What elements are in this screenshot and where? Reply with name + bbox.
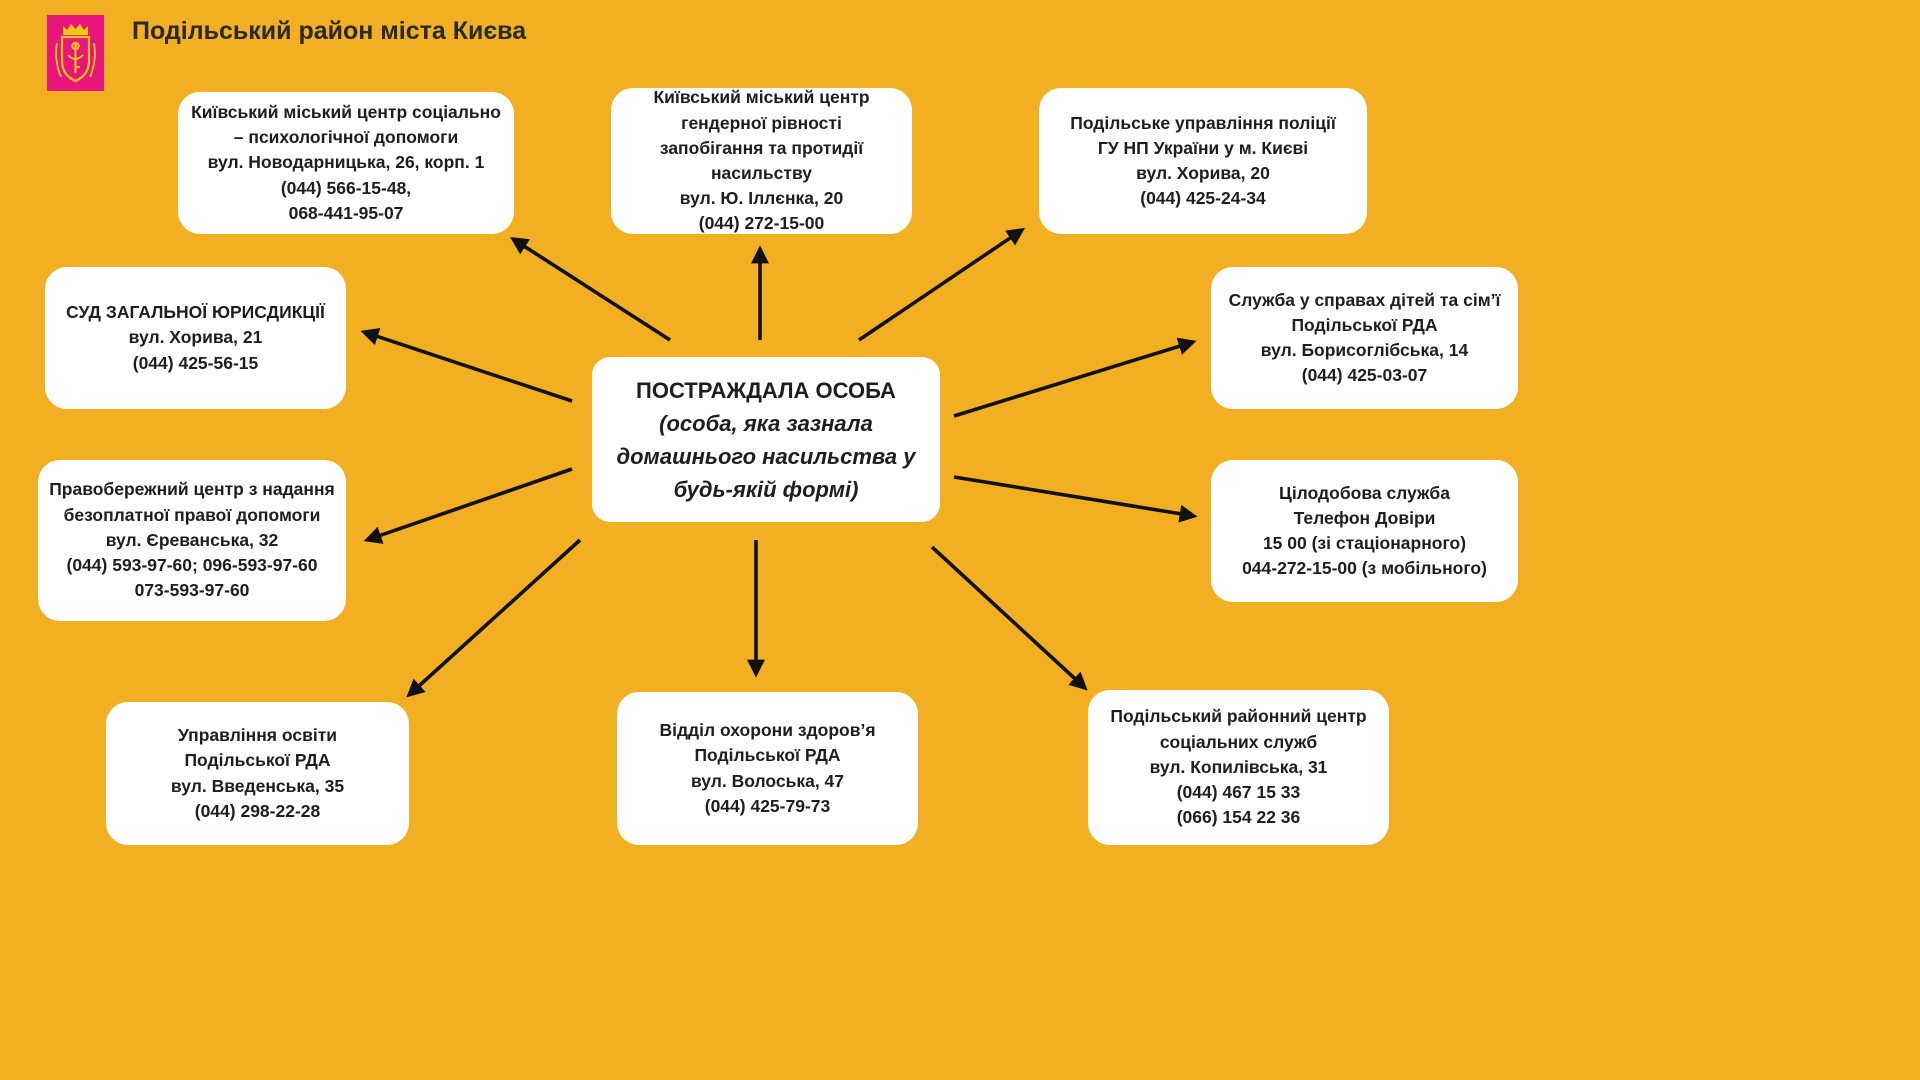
service-line: вул. Єреванська, 32 xyxy=(105,529,279,550)
service-line: вул. Введенська, 35 xyxy=(170,775,345,796)
service-police: Подільське управління поліції ГУ НП Укра… xyxy=(1039,88,1367,234)
service-line: гендерної рівності xyxy=(681,112,842,133)
service-line: Київський міський центр соціально xyxy=(191,101,501,122)
arrow-to-hotline xyxy=(953,475,1198,523)
service-line: Подільської РДА xyxy=(184,750,331,771)
service-line: 044-272-15-00 (з мобільного) xyxy=(1242,558,1487,579)
victim-center-node: ПОСТРАЖДАЛА ОСОБА (особа, яка зазнала до… xyxy=(592,357,940,522)
service-line: (044) 425-03-07 xyxy=(1301,365,1428,386)
arrow-to-court xyxy=(360,327,573,403)
service-line: соціальних служб xyxy=(1159,731,1318,752)
service-line: Управління освіти xyxy=(177,725,338,746)
service-line: Подільський районний центр xyxy=(1110,706,1367,727)
service-line: вул. Борисоглібська, 14 xyxy=(1260,340,1469,360)
arrow-to-police xyxy=(857,227,1025,342)
arrow-to-education xyxy=(406,538,582,698)
service-line: – психологічної допомоги xyxy=(233,127,459,148)
arrow-to-children-service xyxy=(953,337,1197,418)
service-children: Служба у справах дітей та сім’ї Подільсь… xyxy=(1211,267,1518,409)
service-line: Відділ охорони здоров’я xyxy=(659,720,876,741)
service-line: (066) 154 22 36 xyxy=(1176,807,1301,828)
service-line: Подільське управління поліції xyxy=(1070,112,1336,133)
page-title: Подільський район міста Києва xyxy=(132,17,527,45)
service-legal-aid: Правобережний центр з надання безоплатно… xyxy=(38,460,346,621)
service-line: вул. Ю. Іллєнка, 20 xyxy=(679,188,844,209)
service-line: Телефон Довіри xyxy=(1293,507,1436,528)
service-line: запобігання та протидії xyxy=(659,137,864,158)
service-line: (044) 298-22-28 xyxy=(194,800,321,821)
coat-of-arms-logo xyxy=(47,15,104,91)
service-line: (044) 566-15-48, xyxy=(280,177,412,198)
service-line: вул. Новодарницька, 26, корп. 1 xyxy=(207,152,485,173)
service-line: вул. Хорива, 20 xyxy=(1136,163,1270,183)
service-line: Правобережний центр з надання xyxy=(49,479,335,500)
service-line: вул. Копилівська, 31 xyxy=(1149,756,1328,777)
service-line: безоплатної правої допомоги xyxy=(63,504,321,525)
service-line: насильству xyxy=(710,163,813,183)
service-hotline: Цілодобова служба Телефон Довіри 15 00 (… xyxy=(1211,460,1518,602)
service-line: СУД ЗАГАЛЬНОЇ ЮРИСДИКЦІЇ xyxy=(66,302,325,323)
service-line: 15 00 (зі стаціонарного) xyxy=(1262,533,1467,553)
center-line: будь-якій формі) xyxy=(673,476,859,502)
service-line: Цілодобова служба xyxy=(1279,482,1450,503)
center-heading: ПОСТРАЖДАЛА ОСОБА xyxy=(636,377,896,403)
service-line: 073-593-97-60 xyxy=(134,580,250,601)
service-social-center: Подільський районний центр соціальних сл… xyxy=(1088,690,1389,845)
arrow-to-legal-aid xyxy=(363,467,573,544)
service-line: (044) 425-79-73 xyxy=(704,795,831,816)
service-line: вул. Волоська, 47 xyxy=(690,770,845,791)
center-line: домашнього насильства у xyxy=(616,443,916,469)
service-line: (044) 272-15-00 xyxy=(698,213,825,234)
service-line: Подільської РДА xyxy=(694,745,841,766)
service-education: Управління освіти Подільської РДА вул. В… xyxy=(106,702,409,845)
service-line: (044) 425-56-15 xyxy=(132,352,259,373)
service-line: вул. Хорива, 21 xyxy=(128,327,263,348)
arrow-to-social-center xyxy=(930,545,1088,691)
service-line: Подільської РДА xyxy=(1291,314,1438,335)
service-line: (044) 593-97-60; 096-593-97-60 xyxy=(66,555,318,576)
center-line: (особа, яка зазнала xyxy=(659,410,873,436)
service-health: Відділ охорони здоров’я Подільської РДА … xyxy=(617,692,918,845)
service-line: 068-441-95-07 xyxy=(288,202,404,223)
service-gender-center: Київський міський центр гендерної рівнос… xyxy=(611,87,912,234)
arrow-to-psych-help xyxy=(509,237,671,342)
coat-of-arms-icon xyxy=(47,15,104,91)
service-line: Київський міський центр xyxy=(653,87,870,108)
service-line: ГУ НП України у м. Києві xyxy=(1097,137,1309,158)
service-line: (044) 425-24-34 xyxy=(1140,188,1266,209)
service-line: (044) 467 15 33 xyxy=(1176,782,1301,803)
service-line: Служба у справах дітей та сім’ї xyxy=(1228,289,1501,310)
service-psych-help: Київський міський центр соціально – псих… xyxy=(178,92,514,234)
service-court: СУД ЗАГАЛЬНОЇ ЮРИСДИКЦІЇ вул. Хорива, 21… xyxy=(45,267,346,409)
